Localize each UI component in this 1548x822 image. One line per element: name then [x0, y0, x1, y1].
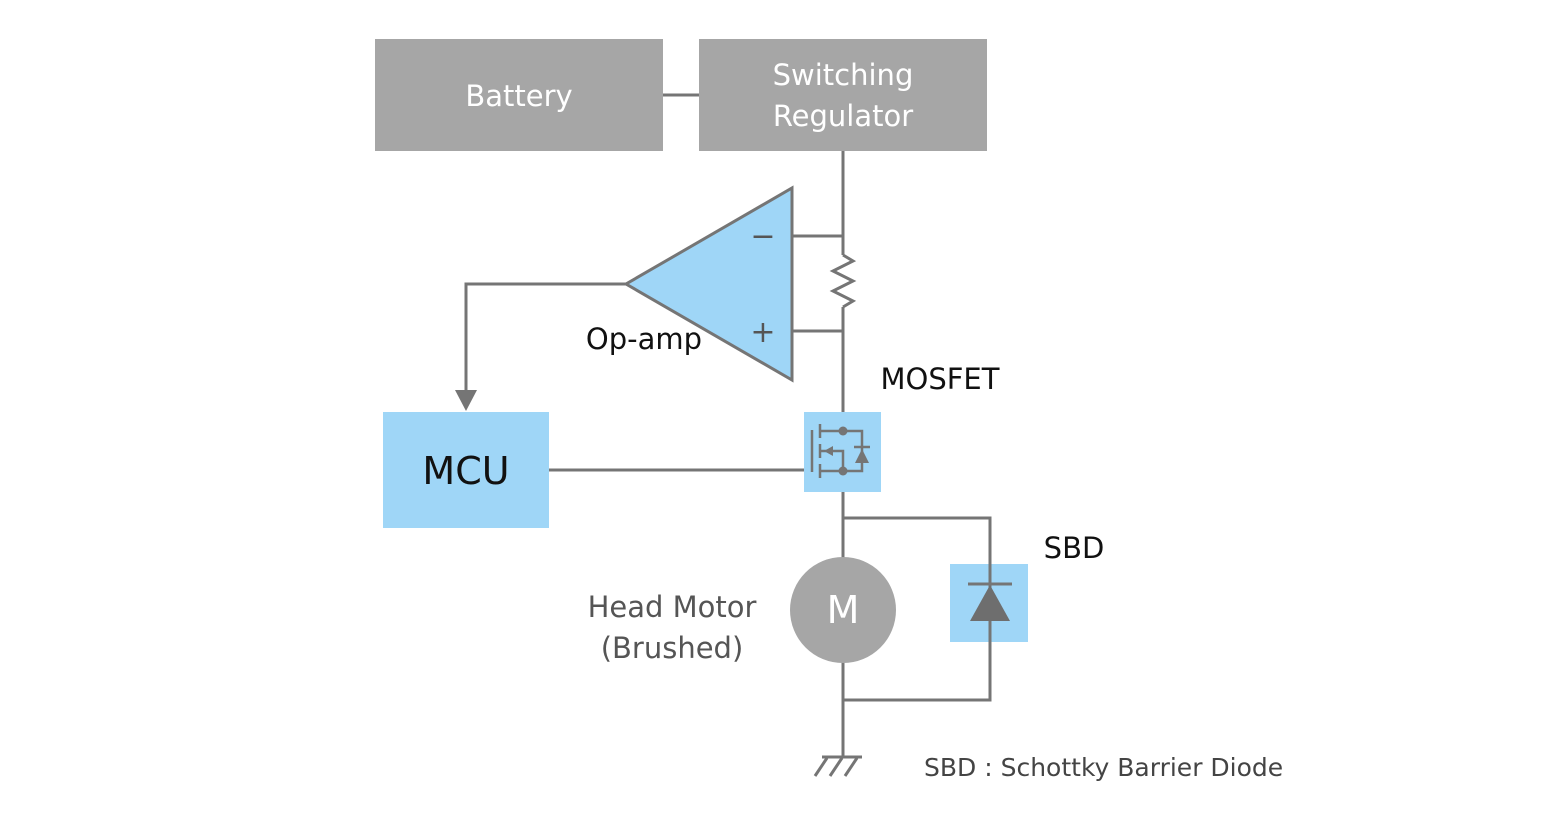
opamp-symbol: − +: [623, 185, 794, 383]
regulator-block: Switching Regulator: [699, 39, 987, 151]
ground-icon: [813, 755, 862, 777]
sbd-label: SBD: [1044, 531, 1105, 565]
regulator-label-line1: Switching: [773, 58, 914, 92]
mcu-label: MCU: [422, 449, 509, 493]
arrow-down-icon: [455, 390, 477, 411]
opamp-minus-sign: −: [750, 219, 775, 254]
motor-label-line1: Head Motor: [588, 590, 757, 624]
mosfet-symbol: [804, 412, 881, 492]
battery-block: Battery: [375, 39, 663, 151]
shunt-resistor: [829, 253, 857, 309]
sbd-footnote: SBD : Schottky Barrier Diode: [924, 753, 1283, 782]
mosfet-label: MOSFET: [881, 362, 1000, 396]
battery-label: Battery: [465, 79, 572, 113]
opamp-label: Op-amp: [586, 322, 702, 356]
wires: [455, 93, 992, 757]
motor-label-line2: (Brushed): [601, 631, 744, 665]
mcu-block: MCU: [383, 412, 549, 528]
regulator-label-line2: Regulator: [773, 99, 913, 133]
motor-symbol: M: [790, 557, 896, 663]
opamp-plus-sign: +: [750, 315, 775, 350]
opamp-mcu-wire: [464, 282, 628, 392]
sbd-symbol: [950, 564, 1028, 642]
motor-letter: M: [827, 588, 860, 632]
